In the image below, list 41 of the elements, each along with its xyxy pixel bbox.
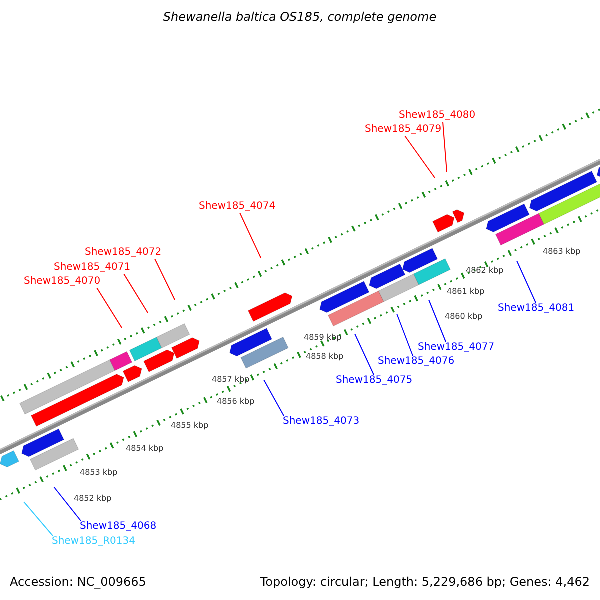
scale-label: 4862 kbp [466,266,504,276]
leader-line [54,486,82,522]
leader-line [240,212,262,258]
leader-line [404,136,436,178]
gene-label: Shew185_4073 [283,416,360,428]
gene-label: Shew185_4076 [378,356,455,368]
leader-line [96,288,122,328]
leader-line [428,300,446,342]
gene-label: Shew185_4071 [54,262,131,274]
leader-line [442,122,448,172]
gene-label: Shew185_4081 [498,303,575,315]
scale-label: 4858 kbp [306,352,344,362]
leader-line [24,502,54,536]
footer-text: Topology: circular; Length: 5,229,686 bp; Genes: 4,462 [260,575,590,589]
leader-line [516,260,536,304]
gene-label: Shew185_4077 [418,342,495,354]
scale-label: 4852 kbp [74,494,112,504]
leader-line [354,334,374,376]
scale-label: 4859 kbp [304,333,342,343]
title: Shewanella baltica OS185, complete genome [162,10,438,24]
gene-label: Shew185_4068 [80,521,157,533]
leader-line [396,314,414,356]
leader-line [124,274,148,314]
gene-label: Shew185_4072 [85,247,162,259]
gene-label: Shew185_R0134 [52,536,136,548]
scale-label: 4861 kbp [447,287,485,297]
scale-label: 4860 kbp [445,312,483,322]
gene-label: Shew185_4074 [199,201,276,213]
gene-label: Shew185_4079 [365,124,442,136]
footer-text: Accession: NC_009665 [10,575,146,589]
gene-label: Shew185_4070 [24,276,101,288]
scale-label: 4854 kbp [126,444,164,454]
leader-line [264,380,284,416]
scale-label: 4853 kbp [80,468,118,478]
leader-line [154,258,176,300]
scale-label: 4857 kbp [212,375,250,385]
scale-label: 4855 kbp [171,421,209,431]
scale-label: 4856 kbp [217,397,255,407]
scale-label: 4863 kbp [543,247,581,257]
gene-label: Shew185_4075 [336,375,413,387]
gene-label: Shew185_4080 [399,110,476,122]
